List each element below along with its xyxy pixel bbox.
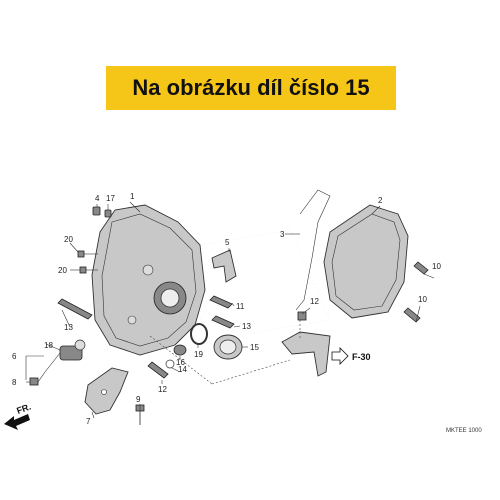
bolt-13-left — [57, 298, 93, 320]
callout-3: 3 — [280, 230, 285, 239]
callout-10-upper: 10 — [432, 262, 441, 271]
oil-seal-19 — [190, 323, 208, 345]
callout-13-right: 13 — [242, 322, 251, 331]
bolt-10-lower — [403, 307, 421, 323]
f30-reference-arrow — [331, 347, 349, 365]
callout-10-lower: 10 — [418, 295, 427, 304]
front-label: FR. — [15, 402, 32, 416]
callout-12-upper: 12 — [310, 297, 319, 306]
part-number-banner: Na obrázku díl číslo 15 — [106, 66, 396, 110]
dowel-pin-4 — [92, 206, 101, 216]
callout-7: 7 — [86, 417, 91, 426]
dowel-pin-17 — [104, 209, 112, 218]
callout-17: 17 — [106, 194, 115, 203]
bolt-11 — [209, 295, 233, 309]
bracket-5 — [211, 249, 237, 283]
callout-1: 1 — [130, 192, 135, 201]
callout-19: 19 — [194, 350, 203, 359]
callout-16: 16 — [176, 358, 185, 367]
callout-2: 2 — [378, 196, 383, 205]
cap-16 — [173, 344, 187, 356]
callout-9: 9 — [136, 395, 141, 404]
bolt-12-upper — [297, 311, 307, 321]
front-direction-arrow — [4, 414, 30, 430]
sensor-assembly — [29, 339, 86, 386]
callout-14: 14 — [178, 365, 187, 374]
bracket-7 — [84, 367, 129, 415]
callout-12-lower: 12 — [158, 385, 167, 394]
part-15-plug — [213, 334, 243, 360]
callout-4: 4 — [95, 194, 100, 203]
f30-label: F-30 — [352, 352, 371, 362]
callout-20-lower: 20 — [58, 266, 67, 275]
callout-20-upper: 20 — [64, 235, 73, 244]
gasket-3 — [295, 189, 331, 311]
bolt-12-lower — [147, 361, 169, 379]
bolt-13-right — [211, 315, 235, 329]
crankcase-cover — [91, 204, 206, 356]
callout-13-left: 13 — [64, 323, 73, 332]
bracket-f30 — [281, 331, 331, 377]
diagram-code: MKTEE 1000 — [446, 428, 482, 434]
callout-15: 15 — [250, 343, 259, 352]
banner-text: Na obrázku díl číslo 15 — [132, 75, 370, 100]
callout-11: 11 — [236, 302, 245, 311]
callout-8: 8 — [12, 378, 17, 387]
leader-lines — [25, 201, 435, 425]
background-dot-pattern — [169, 229, 331, 341]
outer-cover-2 — [323, 204, 409, 319]
callout-18: 18 — [44, 341, 53, 350]
bolt-20-upper — [77, 250, 98, 258]
bolt-10-upper — [413, 261, 429, 275]
callout-5: 5 — [225, 238, 230, 247]
washer-14 — [165, 359, 175, 369]
callout-6: 6 — [12, 352, 17, 361]
